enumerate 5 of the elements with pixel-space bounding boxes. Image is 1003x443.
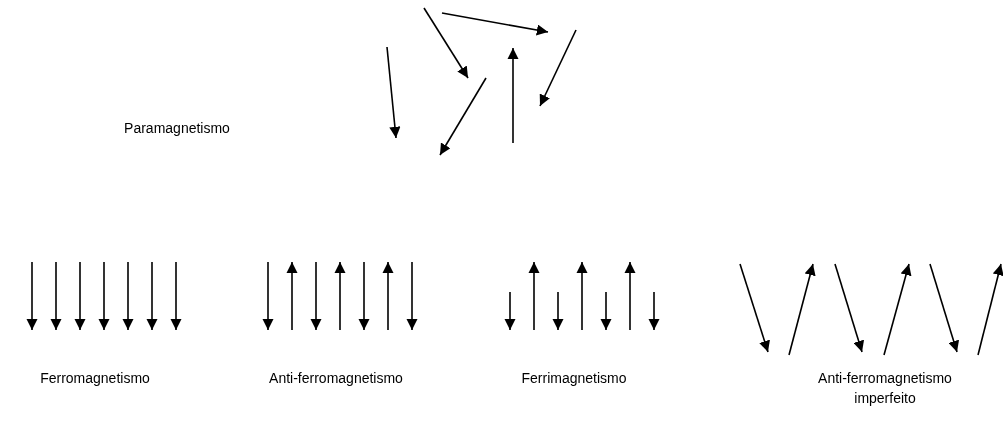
caption-text: Ferromagnetismo <box>39 369 151 388</box>
caption-text: Paramagnetismo <box>123 119 231 138</box>
caption-text: Ferrimagnetismo <box>520 369 628 388</box>
caption-text: Anti-ferromagnetismo imperfeito <box>817 369 953 408</box>
caption-text: Anti-ferromagnetismo <box>268 369 404 388</box>
